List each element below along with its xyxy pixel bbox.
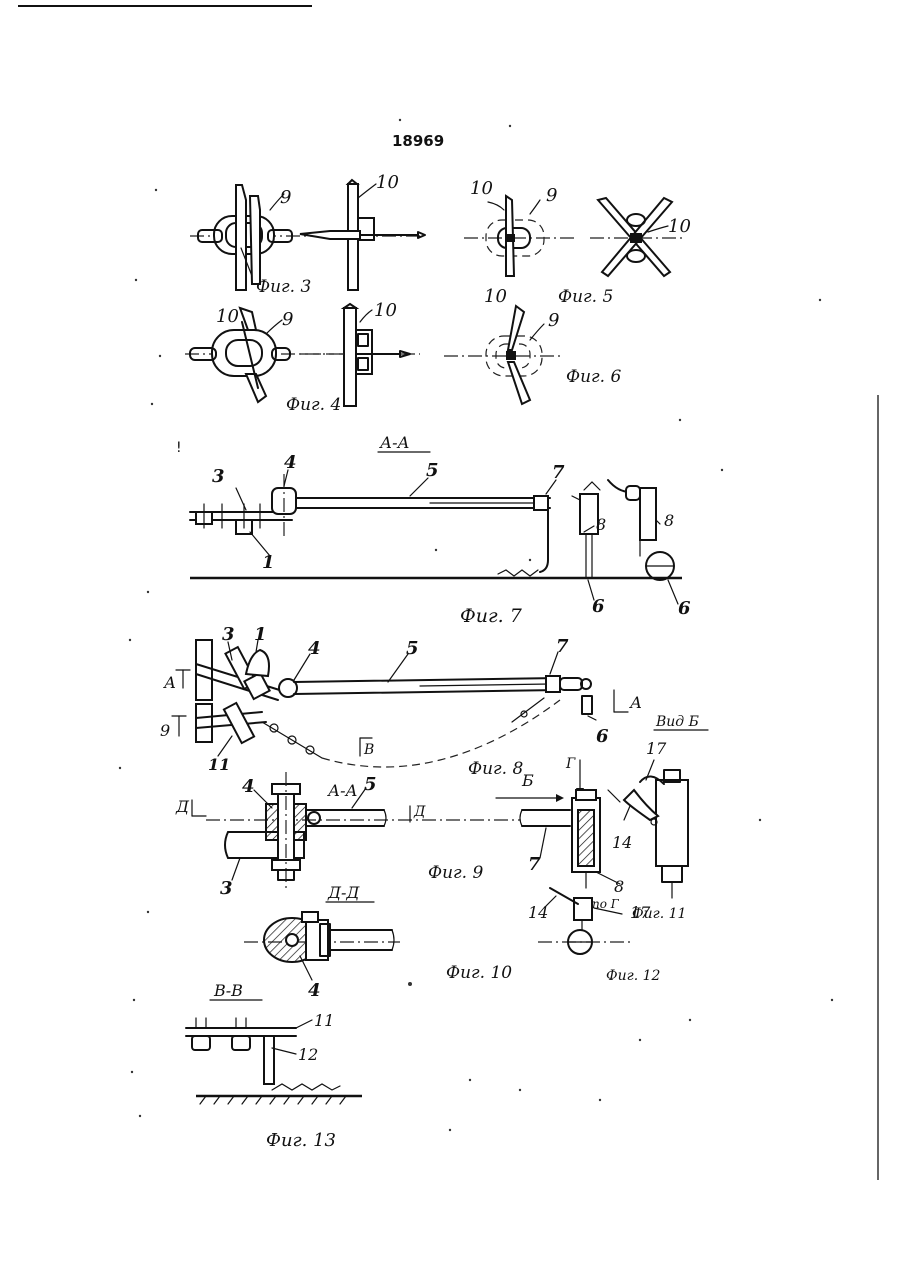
part-label-1: 1 [254, 624, 267, 645]
figure-9: Д Д А-А 4 5 3 Фиг. 9 [175, 772, 520, 899]
part-label-7: 7 [552, 462, 565, 483]
part-label-11: 11 [208, 755, 230, 774]
cut-mark-d: Д [175, 797, 190, 816]
part-label-10: 10 [376, 172, 399, 193]
part-label-5: 5 [426, 460, 439, 481]
figure-10: Д-Д 4 Фиг. 10 [244, 883, 512, 1001]
scan-border-marks [18, 6, 878, 1180]
part-label-5: 5 [406, 638, 419, 659]
page-number: 18969 [392, 132, 444, 150]
cut-mark-a: А [629, 693, 642, 712]
part-label-10: 10 [470, 178, 493, 199]
section-label-v-v: В-В [213, 981, 243, 1000]
figure-6-label: Фиг. 6 [566, 367, 621, 387]
cut-mark-v: В [363, 742, 374, 758]
part-label-3: 3 [220, 878, 233, 899]
part-label-6: 6 [592, 596, 605, 617]
figure-8-label: Фиг. 8 [468, 759, 523, 779]
part-label-3: 3 [212, 466, 225, 487]
part-label-14: 14 [612, 833, 632, 852]
cut-mark-b: Б [521, 771, 534, 790]
part-label-10: 10 [216, 306, 239, 327]
figure-7: А-А ! [176, 433, 691, 627]
figure-5-label: Фиг. 5 [558, 287, 613, 307]
part-label-8: 8 [614, 877, 624, 896]
part-label-8: 8 [596, 515, 606, 534]
part-label-5: 5 [364, 774, 377, 795]
part-label-7: 7 [556, 636, 569, 657]
part-label-10: 10 [374, 300, 397, 321]
section-label-a-a: А-А [327, 781, 358, 800]
cut-mark-d: Д [413, 804, 426, 820]
part-label-7: 7 [528, 854, 541, 875]
part-label-9: 9 [548, 310, 559, 331]
figure-7-label: Фиг. 7 [460, 605, 523, 627]
part-label-10: 10 [668, 216, 691, 237]
figure-13-label: Фиг. 13 [266, 1130, 336, 1151]
part-label-17: 17 [630, 903, 651, 922]
part-label-1: 1 [262, 552, 275, 573]
figure-9-label: Фиг. 9 [428, 863, 483, 883]
part-label-12: 12 [298, 1045, 318, 1064]
part-label-11: 11 [314, 1011, 334, 1030]
part-label-6: 6 [596, 726, 609, 747]
part-label-9: 9 [160, 721, 170, 740]
part-label-9: 9 [280, 187, 291, 208]
figure-4-label: Фиг. 4 [286, 395, 341, 415]
part-label-4: 4 [308, 980, 321, 1001]
part-label-17: 17 [646, 739, 667, 758]
part-label-4: 4 [242, 776, 255, 797]
part-label-14: 14 [528, 903, 548, 922]
figure-3-label: Фиг. 3 [256, 277, 311, 297]
figure-13: В-В 11 12 Фиг. 13 [186, 981, 362, 1151]
part-label-3: 3 [222, 624, 235, 645]
figure-10-label: Фиг. 10 [446, 963, 512, 983]
exclamation-mark: ! [176, 440, 182, 456]
part-label-9: 9 [282, 309, 293, 330]
part-label-6: 6 [678, 598, 691, 619]
part-label-4: 4 [308, 638, 321, 659]
part-label-4: 4 [284, 452, 297, 473]
cut-mark-g: Г [565, 756, 576, 772]
figure-3: 9 10 Фиг. 3 [190, 172, 425, 297]
part-label-8: 8 [664, 511, 674, 530]
part-label-9: 9 [546, 185, 557, 206]
section-label-a-a: А-А [379, 433, 410, 452]
figure-12-label: Фиг. 12 [606, 968, 661, 984]
figure-4: 10 9 10 Фиг. 4 [185, 300, 420, 415]
part-label-10: 10 [484, 286, 507, 307]
figure-12: по Г 14 17 Фиг. 12 [528, 888, 661, 984]
section-label-view-b: Вид Б [655, 714, 699, 730]
section-label-d-d: Д-Д [327, 883, 360, 902]
cut-mark-a: А [163, 673, 176, 692]
